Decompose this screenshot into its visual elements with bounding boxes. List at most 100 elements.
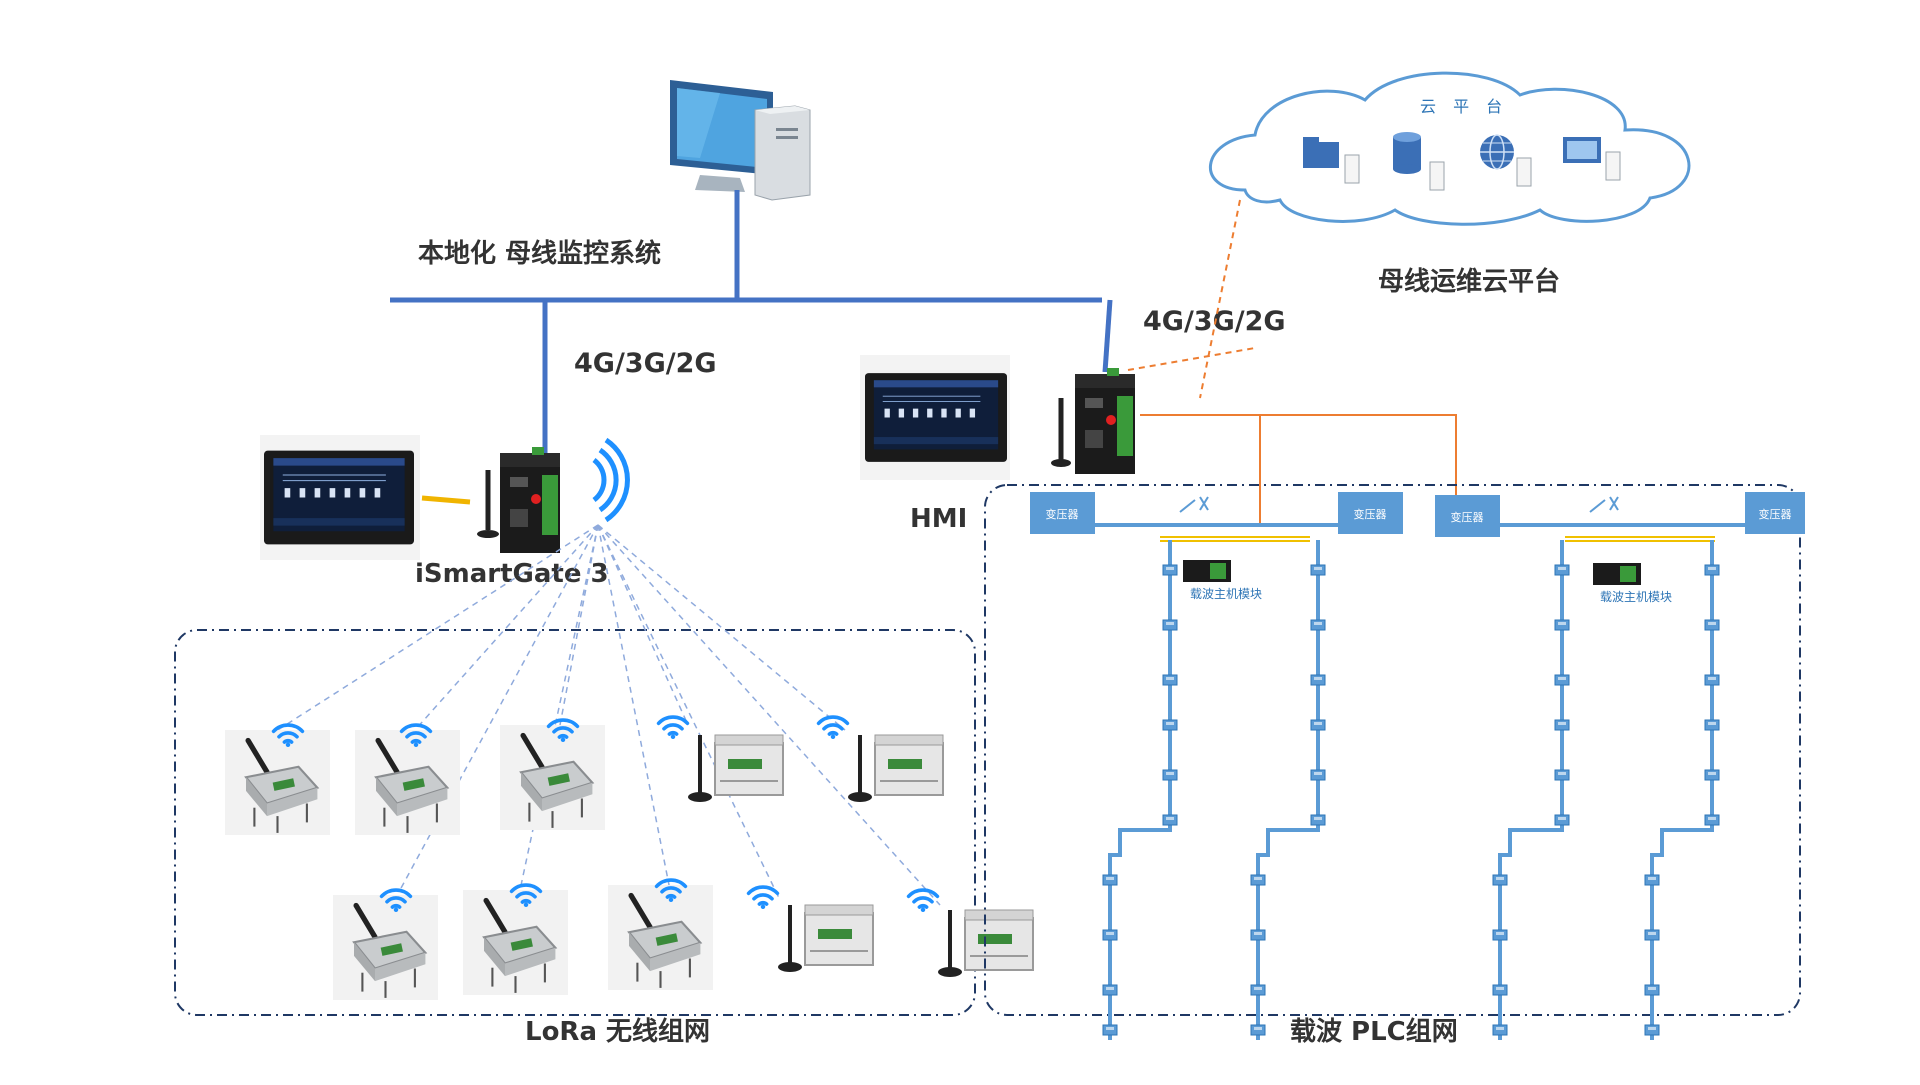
sensor-node-5 [463, 883, 568, 995]
hmi-left-cable [421, 495, 471, 505]
cellular-label-left: 4G/3G/2G [574, 348, 717, 379]
sensor-node-6 [608, 878, 713, 990]
pmc-meter [1704, 769, 1720, 781]
wifi-icon [656, 715, 690, 740]
cloud-inner-label: 云 平 台 [1420, 97, 1508, 116]
pmc-meter [1492, 929, 1508, 941]
pmc-meter [1554, 814, 1570, 826]
transformer-1: 变压器 [1030, 492, 1095, 534]
pmc-meter [1644, 1024, 1660, 1036]
pmc-meter [1102, 929, 1118, 941]
pmc-meter [1704, 564, 1720, 576]
wifi-icon [906, 888, 940, 913]
carrier-module-2: 载波主机模块 [1593, 563, 1672, 604]
pmc-meter [1310, 619, 1326, 631]
local-system-label: 本地化 母线监控系统 [418, 238, 661, 269]
feeder-line-2 [1256, 540, 1320, 1040]
pmc-meter [1704, 619, 1720, 631]
plc-feeders [1102, 540, 1720, 1040]
pmc-meter [1250, 929, 1266, 941]
hmi-screen-left [260, 435, 420, 560]
pmc-meter [1162, 564, 1178, 576]
pmc-meter [1554, 564, 1570, 576]
meter-node-1 [656, 715, 785, 804]
computer-icon [670, 80, 811, 201]
transformer-2: 变压器 [1338, 492, 1403, 534]
pmc-meter [1250, 874, 1266, 886]
pmc-meter [1644, 874, 1660, 886]
svg-text:变压器: 变压器 [1046, 507, 1079, 521]
transformer-4: 变压器 [1745, 492, 1805, 534]
pmc-meter [1554, 674, 1570, 686]
lora-frame [174, 629, 976, 1016]
gateway-device-left [500, 447, 560, 553]
sensor-node-2 [355, 723, 460, 835]
pmc-meter [1310, 719, 1326, 731]
pmc-meter [1162, 719, 1178, 731]
pmc-meter [1310, 814, 1326, 826]
svg-text:变压器: 变压器 [1759, 507, 1792, 521]
pmc-meter [1162, 814, 1178, 826]
feeder-line-4 [1650, 540, 1714, 1040]
cloud-link-gateway [1127, 347, 1256, 371]
pmc-meter [1554, 719, 1570, 731]
pmc-meter [1310, 564, 1326, 576]
plc-group-label: 载波 PLC组网 [1290, 1016, 1458, 1047]
gateway-device-right [1075, 368, 1135, 474]
switch-icon [1179, 496, 1619, 513]
monitor-icon [1563, 137, 1621, 181]
antenna-icon [477, 470, 499, 538]
feeder-line-3 [1498, 540, 1564, 1040]
meter-node-2 [816, 715, 945, 804]
lora-group-label: LoRa 无线组网 [525, 1016, 710, 1047]
pmc-meter [1554, 619, 1570, 631]
pmc-meter [1704, 674, 1720, 686]
transformer-3: 变压器 [1435, 495, 1500, 537]
wifi-icon [816, 715, 850, 740]
pmc-meter [1492, 874, 1508, 886]
feeder-line-1 [1108, 540, 1172, 1040]
wifi-icon [746, 885, 780, 910]
svg-text:载波主机模块: 载波主机模块 [1190, 587, 1262, 601]
cloud-icon [1208, 71, 1691, 226]
gateway-right-uplink [1102, 299, 1113, 373]
cloud-link-vertical [1199, 199, 1241, 399]
pmc-meter [1310, 674, 1326, 686]
pmc-meter [1704, 719, 1720, 731]
pmc-meter [1102, 874, 1118, 886]
hmi-screen-right [860, 355, 1010, 480]
carrier-module-1: 载波主机模块 [1183, 560, 1262, 601]
pmc-meter [1704, 814, 1720, 826]
pmc-meter [1162, 769, 1178, 781]
meter-node-4 [906, 888, 1035, 979]
folder-icon [1303, 137, 1360, 184]
pmc-meter [1250, 984, 1266, 996]
meter-node-3 [746, 885, 875, 974]
pmc-meter [1102, 984, 1118, 996]
svg-text:变压器: 变压器 [1451, 510, 1484, 524]
antenna-icon-right [1051, 398, 1071, 467]
pmc-meter [1492, 1024, 1508, 1036]
plc-carrier-lines [1160, 536, 1715, 542]
pmc-meter [1102, 1024, 1118, 1036]
hmi-label: HMI [910, 504, 967, 534]
cloud-platform-title: 母线运维云平台 [1378, 266, 1560, 297]
pmc-meter [1644, 984, 1660, 996]
pmc-meter [1162, 619, 1178, 631]
sensor-node-1 [225, 723, 330, 835]
gateway-label: iSmartGate 3 [415, 559, 609, 589]
pmc-meter [1554, 769, 1570, 781]
pmc-meter [1250, 1024, 1266, 1036]
wireless-signal-icon [592, 437, 630, 523]
pmc-meter [1492, 984, 1508, 996]
pmc-meter [1644, 929, 1660, 941]
database-icon [1393, 132, 1445, 191]
pmc-meter [1310, 769, 1326, 781]
sensor-node-4 [333, 888, 438, 1000]
globe-icon [1480, 134, 1532, 187]
svg-text:变压器: 变压器 [1354, 507, 1387, 521]
svg-text:载波主机模块: 载波主机模块 [1600, 590, 1672, 604]
sensor-node-3 [500, 718, 605, 830]
pmc-meter [1162, 674, 1178, 686]
